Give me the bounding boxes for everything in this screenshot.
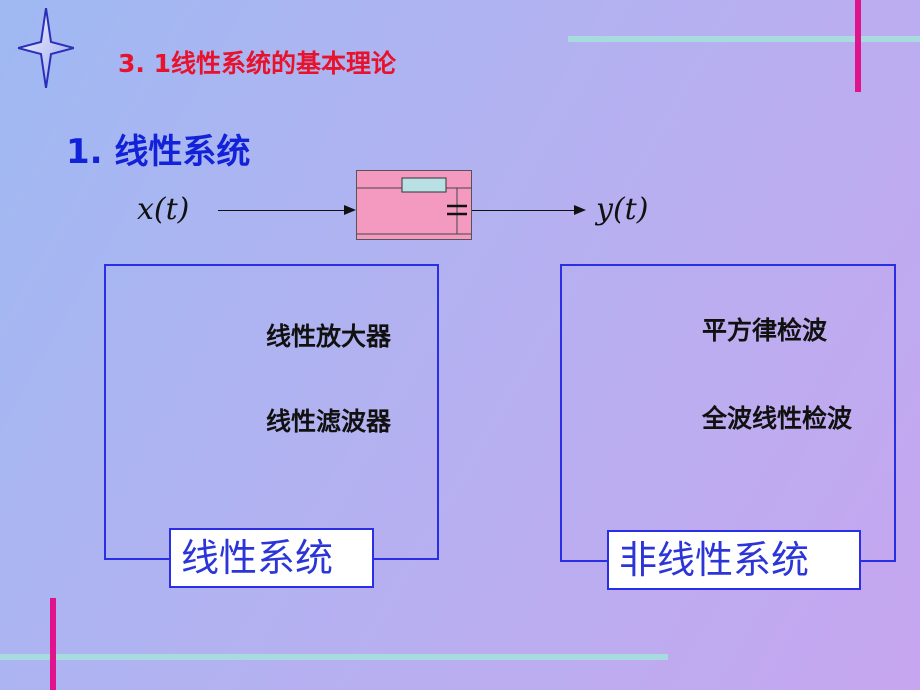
linear-example-item: 线性放大器 [266,322,392,351]
output-arrow-line [472,210,576,211]
bottom-left-accent-stripe [50,598,56,690]
slide-title: 3. 1线性系统的基本理论 [118,49,396,78]
bottom-accent-bar [0,654,668,660]
system-block [356,170,472,240]
top-right-accent-stripe [855,0,861,92]
four-point-star-icon [18,8,74,88]
nonlinear-system-label: 非线性系统 [607,530,861,590]
output-signal-label: y(t) [596,192,649,227]
nonlinear-example-item: 平方律检波 [702,316,828,345]
input-arrow-line [218,210,346,211]
nonlinear-example-item: 全波线性检波 [702,404,853,433]
output-arrow-head [574,205,586,215]
section-title: 1. 线性系统 [66,132,251,172]
input-arrow-head [344,205,356,215]
top-accent-bar [568,36,920,42]
linear-example-item: 线性滤波器 [266,407,392,436]
input-signal-label: x(t) [137,192,190,227]
linear-system-label: 线性系统 [169,528,374,588]
system-block-schematic [357,177,471,235]
